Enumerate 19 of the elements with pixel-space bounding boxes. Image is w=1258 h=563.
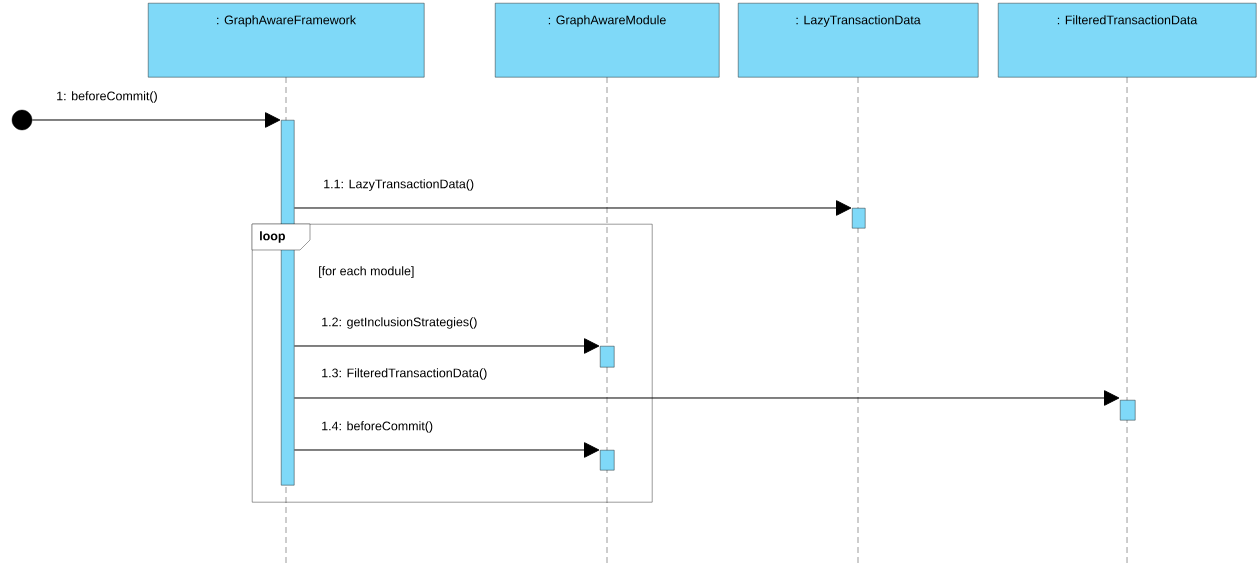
activation-bar xyxy=(1120,400,1136,421)
message-arrow xyxy=(293,200,852,216)
start-dot xyxy=(11,109,33,131)
edge-label: 1.2: getInclusionStrategies() xyxy=(320,316,479,330)
edge-label: 1.4: beforeCommit() xyxy=(320,420,435,434)
edge-label: 1: beforeCommit() xyxy=(55,90,159,104)
edge-label: 1.3: FilteredTransactionData() xyxy=(320,367,489,381)
activation-bar xyxy=(600,346,615,368)
message-arrow xyxy=(293,338,600,354)
message-arrow xyxy=(31,112,281,128)
activation-bar xyxy=(852,208,866,229)
object-box: : GraphAwareFramework xyxy=(148,3,425,78)
message-arrow xyxy=(293,442,600,458)
activation-bar xyxy=(600,450,615,471)
message-arrow xyxy=(293,390,1120,406)
object-box: : FilteredTransactionData xyxy=(998,3,1257,78)
object-box: : GraphAwareModule xyxy=(495,3,720,78)
edge-label: 1.1: LazyTransactionData() xyxy=(322,178,476,192)
object-box: : LazyTransactionData xyxy=(738,3,979,78)
